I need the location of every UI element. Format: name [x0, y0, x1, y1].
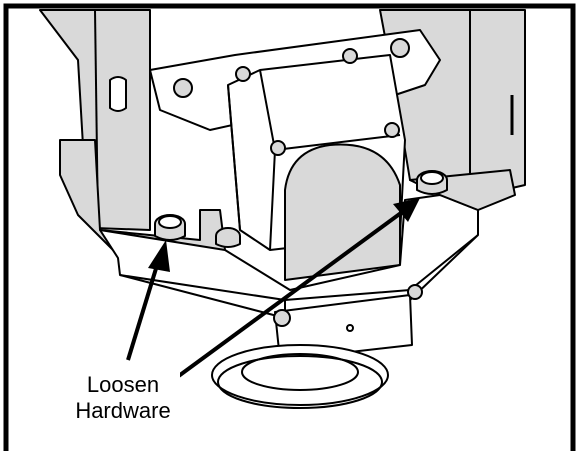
- callout-line-2: Hardware: [75, 398, 171, 423]
- callout-label: Loosen Hardware: [66, 372, 180, 424]
- gearbox-cover: [284, 143, 401, 281]
- bolt: [173, 78, 193, 98]
- arrow-left-shaft: [126, 261, 160, 361]
- hardware-bolt-right: [416, 170, 448, 195]
- bolt: [390, 38, 410, 58]
- callout-arrows: [126, 198, 420, 388]
- bolt: [342, 48, 358, 64]
- bolt: [235, 66, 251, 82]
- arrow-right-shaft: [163, 208, 407, 388]
- arrow-left-head: [148, 240, 170, 272]
- lower-clamp: [274, 294, 413, 361]
- frame-border: [3, 3, 576, 451]
- pin: [109, 76, 127, 112]
- left-mount-bracket: [59, 139, 226, 256]
- mechanism: [39, 9, 526, 409]
- bolt: [384, 122, 400, 138]
- arrow-right-head: [393, 198, 420, 222]
- bolt: [270, 140, 286, 156]
- hardware-bolt-center: [215, 227, 241, 248]
- hardware-bolt-left: [154, 214, 186, 241]
- callout-line-1: Loosen: [86, 372, 160, 397]
